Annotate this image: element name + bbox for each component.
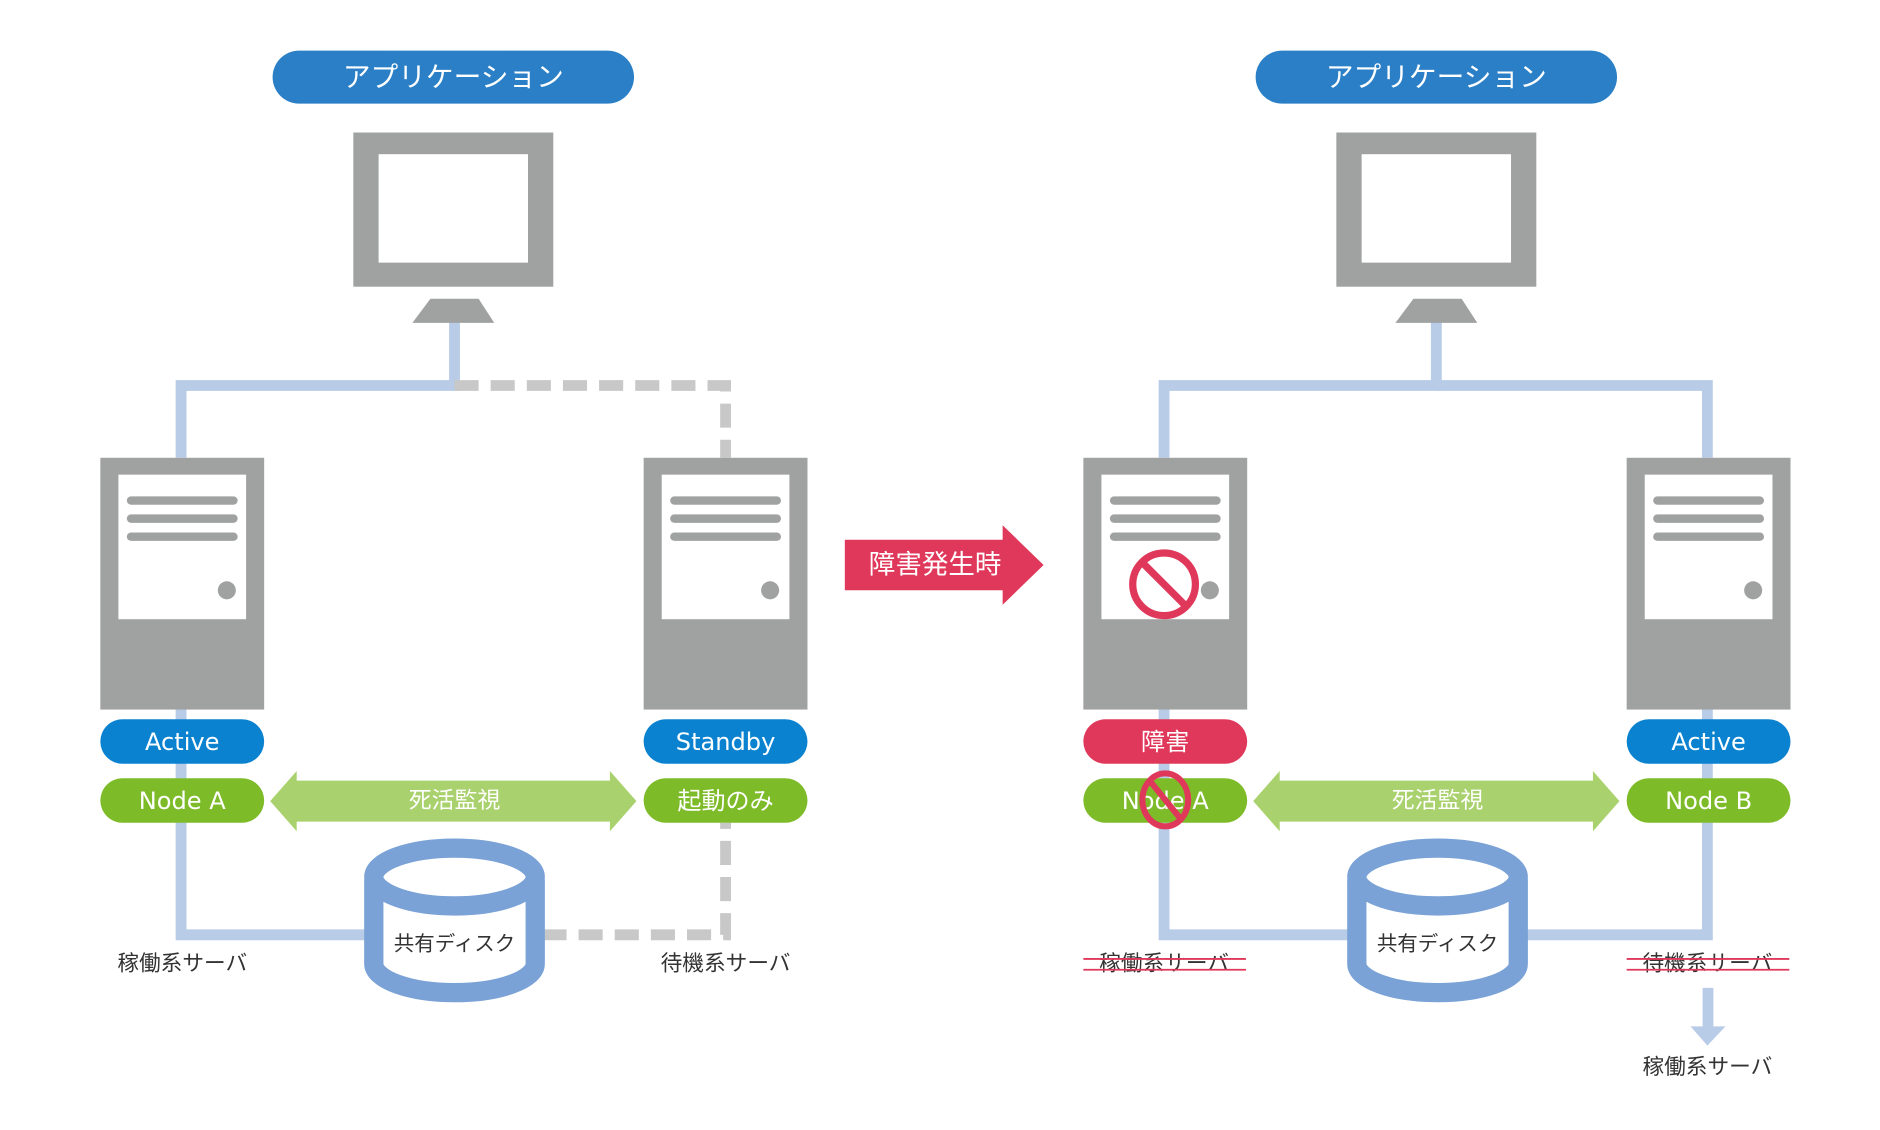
app-to-node-a-line [1158,320,1442,458]
app-to-node-a-line [175,320,460,458]
heartbeat-double-arrow: 死活監視 [270,771,637,832]
application-badge: アプリケーション [1255,50,1618,104]
application-label: アプリケーション [343,61,564,94]
shared-disk-icon: 共有ディスク [364,838,545,1003]
node-name-badge-node-a: Node A [100,778,265,823]
role-label-node-b: 待機系サーバ [661,951,791,976]
heartbeat-label: 死活監視 [1392,788,1484,814]
svg-text:Standby: Standby [676,728,776,756]
app-to-node-b-dashed-line [454,380,731,458]
status-badge-node-b: Standby [643,719,808,764]
heartbeat-arrow-to-node-a: 死活監視 [1253,771,1620,832]
svg-text:稼働系サーバ: 稼働系サーバ [1099,951,1229,976]
node-b-to-disk-dashed-line [542,822,731,941]
shared-disk-label: 共有ディスク [1377,931,1498,955]
node-name-badge-node-b: 起動のみ [643,778,808,823]
svg-text:Active: Active [1671,728,1745,756]
role-label-node-a: 稼働系サーバ [117,951,247,976]
svg-text:障害: 障害 [1141,728,1189,756]
monitor-icon [1336,132,1537,323]
struck-role-label-node-a: 稼働系サーバ [1083,951,1246,976]
server-icon-node-b [643,457,808,710]
prohibited-icon-node-a [1139,770,1192,830]
status-badge-node-b: Active [1626,719,1791,764]
svg-text:起動のみ: 起動のみ [677,787,773,815]
status-badge-node-a: 障害 [1083,719,1248,764]
status-badge-node-a: Active [100,719,265,764]
monitor-icon [353,132,554,323]
svg-text:Active: Active [145,728,219,756]
shared-disk-label: 共有ディスク [394,931,515,955]
application-label: アプリケーション [1326,61,1547,94]
left-panel: アプリケーション Active Node A 稼働系サーバ [100,50,808,1003]
new-role-label-node-b: 稼働系サーバ [1642,1055,1772,1080]
failure-transition-label: 障害発生時 [869,550,1002,581]
heartbeat-label: 死活監視 [409,788,501,814]
prohibited-icon-server [1129,549,1200,620]
shared-disk-icon: 共有ディスク [1347,838,1528,1003]
svg-text:Node A: Node A [139,787,226,815]
node-name-badge-node-b: Node B [1626,778,1791,823]
role-change-down-arrow [1690,987,1726,1046]
right-panel: アプリケーション 障害 Node A [1083,50,1791,1080]
svg-text:待機系サーバ: 待機系サーバ [1642,951,1772,976]
server-icon-node-b [1626,457,1791,710]
failure-transition-arrow: 障害発生時 [844,525,1044,605]
struck-role-label-node-b: 待機系サーバ [1626,951,1790,976]
server-icon-node-a [100,457,265,710]
application-badge: アプリケーション [272,50,635,104]
server-icon-node-a [1083,457,1248,710]
app-to-node-b-line [1436,380,1713,458]
svg-text:Node B: Node B [1665,787,1752,815]
